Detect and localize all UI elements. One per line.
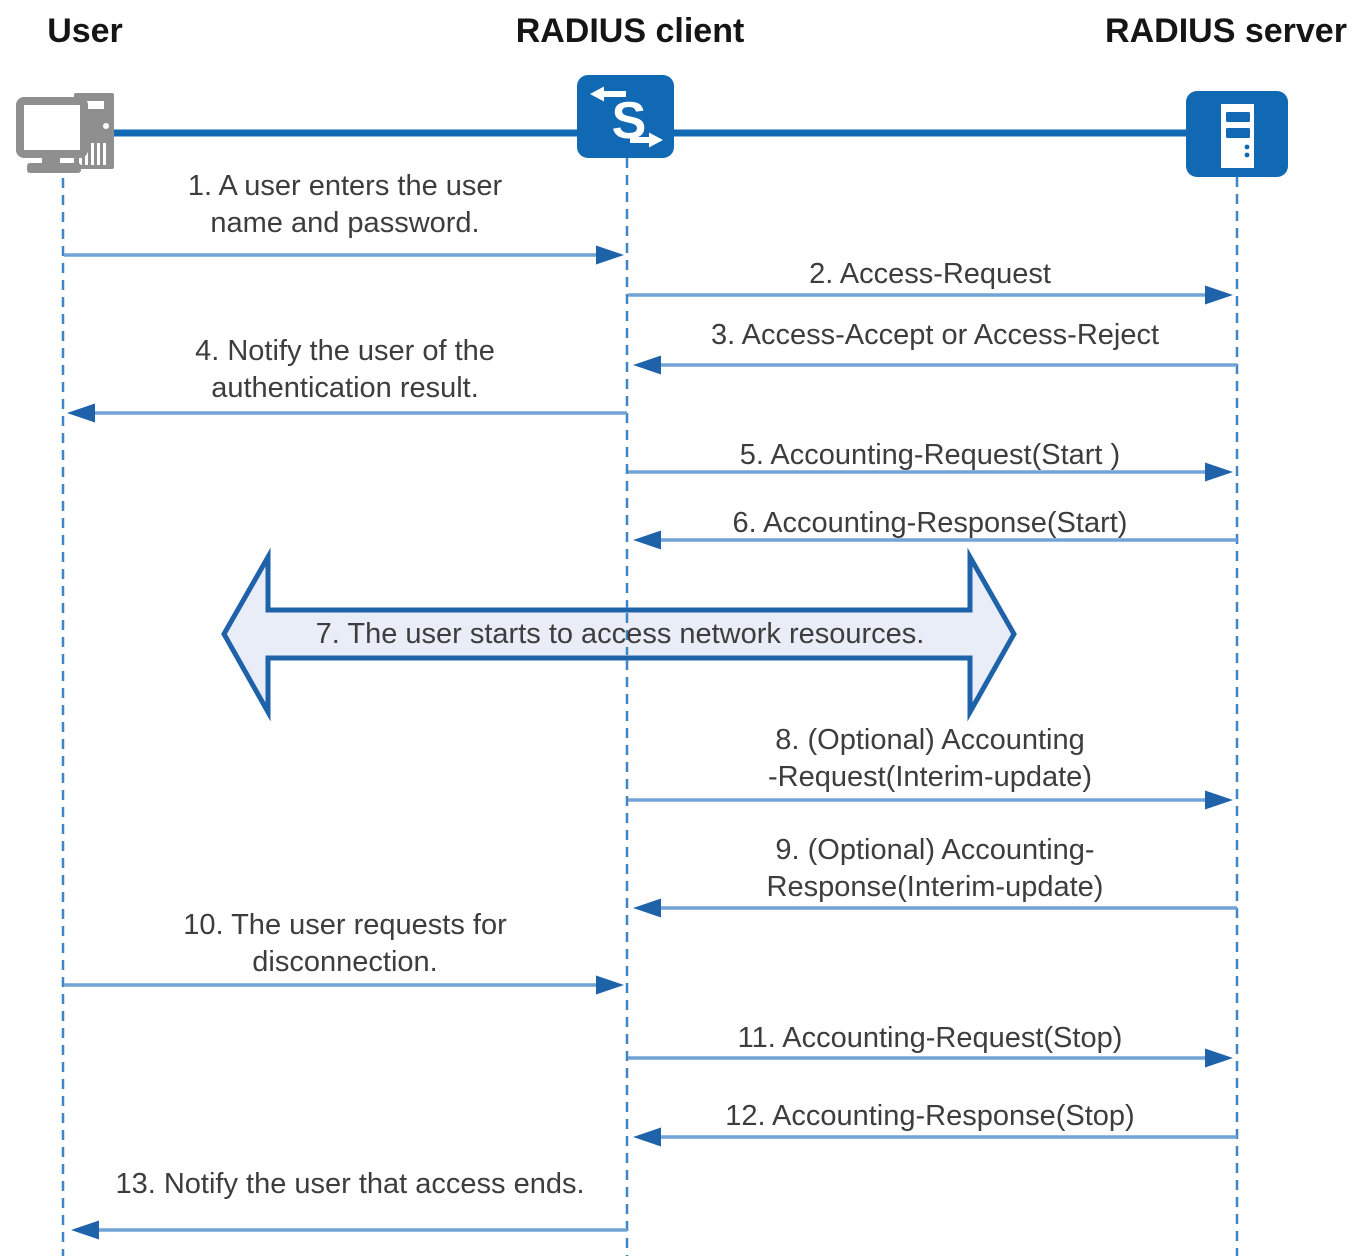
- message-9-label: 9. (Optional) Accounting- Response(Inter…: [766, 834, 1104, 903]
- message-6-arrow: [633, 530, 1237, 550]
- message-3-arrow: [633, 355, 1237, 375]
- message-5-label: 5. Accounting-Request(Start ): [739, 439, 1121, 471]
- user-computer-icon: [16, 93, 114, 173]
- message-10-arrow: [64, 975, 624, 995]
- message-8-label: 8. (Optional) Accounting -Request(Interi…: [768, 724, 1092, 793]
- actor-label-radius-client: RADIUS client: [515, 12, 745, 50]
- message-2-label: 2. Access-Request: [809, 258, 1051, 290]
- message-13-arrow: [71, 1220, 627, 1240]
- message-12-arrow: [633, 1127, 1237, 1147]
- server-icon: [1186, 91, 1288, 177]
- network-access-banner-arrow: [221, 547, 1017, 722]
- message-1-arrow: [64, 245, 624, 265]
- switch-icon: S: [577, 75, 674, 158]
- message-4-label: 4. Notify the user of the authentication…: [195, 335, 495, 404]
- message-13-label: 13. Notify the user that access ends.: [115, 1168, 585, 1200]
- message-8-arrow: [628, 790, 1233, 810]
- message-6-label: 6. Accounting-Response(Start): [732, 507, 1128, 539]
- message-3-label: 3. Access-Accept or Access-Reject: [710, 319, 1160, 351]
- message-10-label: 10. The user requests for disconnection.: [183, 909, 507, 978]
- message-11-label: 11. Accounting-Request(Stop): [737, 1022, 1123, 1054]
- message-1-label: 1. A user enters the user name and passw…: [187, 170, 503, 239]
- message-9-arrow: [633, 898, 1237, 918]
- message-4-arrow: [67, 403, 627, 423]
- actor-label-user: User: [47, 12, 123, 50]
- message-5-arrow: [628, 462, 1233, 482]
- message-2-arrow: [628, 285, 1233, 305]
- message-7-banner-label: 7. The user starts to access network res…: [315, 618, 925, 650]
- message-12-label: 12. Accounting-Response(Stop): [725, 1100, 1135, 1132]
- message-11-arrow: [628, 1048, 1233, 1068]
- actor-label-radius-server: RADIUS server: [1105, 12, 1347, 50]
